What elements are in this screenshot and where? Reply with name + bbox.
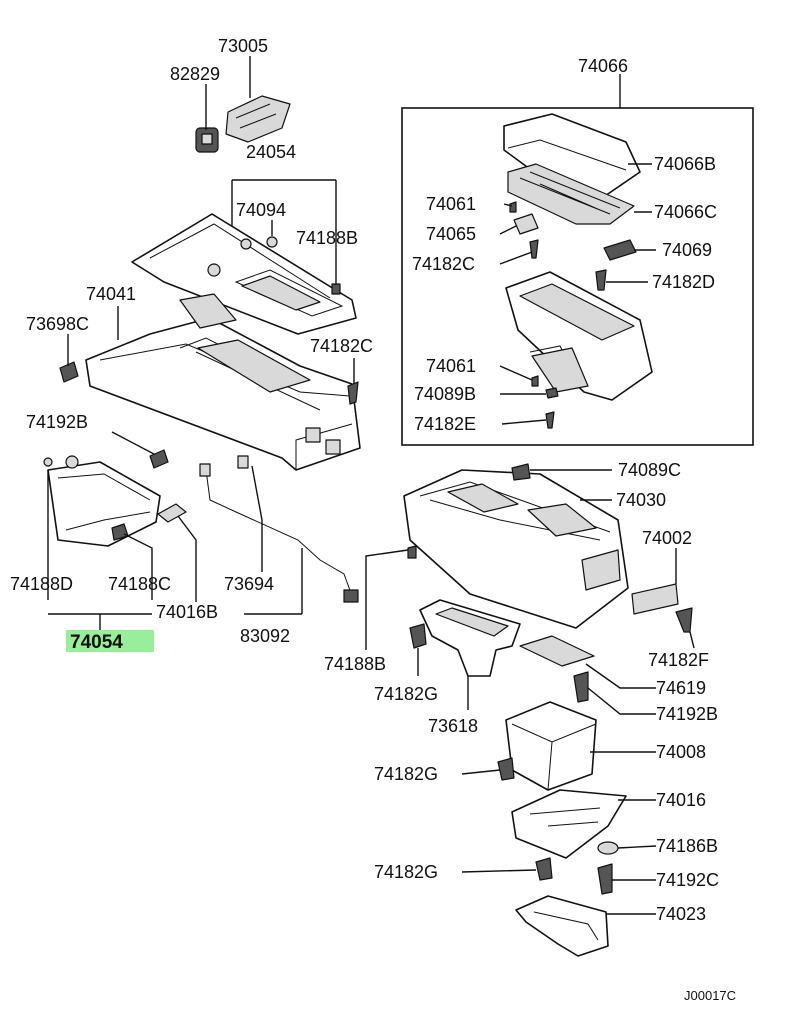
label-74182F[interactable]: 74182F [648,650,709,670]
part-74182G-b-drawing [497,757,515,781]
label-74002[interactable]: 74002 [642,528,692,548]
part-74065-drawing [513,213,539,235]
part-74041-drawing [85,293,361,471]
part-74192C-drawing [597,863,613,895]
label-74182E[interactable]: 74182E [414,414,476,434]
part-74188B-b-drawing [407,545,417,559]
part-74182C-drawing [347,381,359,405]
label-74186B[interactable]: 74186B [656,836,718,856]
label-74054-highlighted[interactable]: 74054 [70,632,123,653]
part-74089B-drawing [545,387,559,399]
part-74182G-c-drawing [535,857,553,881]
label-74094[interactable]: 74094 [236,200,286,220]
leader-lines [47,56,695,915]
label-74066C[interactable]: 74066C [654,202,717,222]
label-74066B[interactable]: 74066B [654,154,716,174]
part-74008-drawing [505,701,597,791]
label-74016[interactable]: 74016 [656,790,706,810]
label-74069[interactable]: 74069 [662,240,712,260]
part-74030-drawing [403,469,629,629]
label-73698C[interactable]: 73698C [26,314,89,334]
label-74188D[interactable]: 74188D [10,574,73,594]
part-74066-drawing [503,113,641,199]
label-73694[interactable]: 73694 [224,574,274,594]
part-74016B-drawing [157,503,187,523]
label-73618[interactable]: 73618 [428,716,478,736]
label-74182C-b[interactable]: 74182C [412,254,475,274]
label-74619[interactable]: 74619 [656,678,706,698]
part-73698C-drawing [59,361,79,383]
label-73005[interactable]: 73005 [218,36,268,56]
part-74061-b-drawing [531,375,539,387]
armrest-group-frame [401,107,754,446]
label-74008[interactable]: 74008 [656,742,706,762]
label-74023[interactable]: 74023 [656,904,706,924]
label-74188C[interactable]: 74188C [108,574,171,594]
part-74188B-drawing [331,283,341,295]
part-74061-a-drawing [509,201,517,213]
label-74192B-a[interactable]: 74192B [26,412,88,432]
part-74182G-a-drawing [409,623,427,649]
label-24054[interactable]: 24054 [246,142,296,162]
part-82829-drawing [195,127,219,153]
label-74041[interactable]: 74041 [86,284,136,304]
part-74182D-drawing [595,269,607,291]
label-74192B-b[interactable]: 74192B [656,704,718,724]
part-73618-drawing [419,599,521,677]
part-74182C-b-drawing [529,239,539,259]
part-74023-drawing [515,895,609,957]
label-74016B[interactable]: 74016B [156,602,218,622]
label-74066[interactable]: 74066 [578,56,628,76]
part-74182F-drawing [675,607,693,633]
label-83092[interactable]: 83092 [240,626,290,646]
part-74619-drawing [519,635,595,667]
label-74061-b[interactable]: 74061 [426,356,476,376]
label-74188B-b[interactable]: 74188B [324,654,386,674]
part-73694-drawing [199,455,359,603]
part-highlight-box [66,630,154,652]
part-74069-drawing [603,239,637,261]
label-74182D[interactable]: 74182D [652,272,715,292]
label-82829[interactable]: 82829 [170,64,220,84]
part-74002-drawing [631,583,679,615]
part-labels: 73005 82829 24054 74094 74188B 74041 736… [10,36,736,1003]
label-74182G-c[interactable]: 74182G [374,862,438,882]
part-74054-drawing [43,455,161,547]
diagram-reference-code: J00017C [684,988,736,1003]
part-74066C-drawing [507,163,635,225]
label-74182C-a[interactable]: 74182C [310,336,373,356]
label-74089B[interactable]: 74089B [414,384,476,404]
label-74089C[interactable]: 74089C [618,460,681,480]
label-74030[interactable]: 74030 [616,490,666,510]
label-74061-a[interactable]: 74061 [426,194,476,214]
part-armrest-box-drawing [505,271,653,401]
part-73005-drawing [225,95,291,143]
part-74192B-drawing [149,449,169,469]
part-74094-drawing [266,236,278,248]
label-74065[interactable]: 74065 [426,224,476,244]
label-74182G-b[interactable]: 74182G [374,764,438,784]
part-74182E-drawing [545,411,555,429]
part-74192B-b-drawing [573,671,589,703]
label-74182G-a[interactable]: 74182G [374,684,438,704]
part-74186B-drawing [597,841,619,855]
part-74089C-drawing [511,463,531,481]
part-24054-drawing [131,213,357,335]
label-74188B-a[interactable]: 74188B [296,228,358,248]
label-74192C[interactable]: 74192C [656,870,719,890]
part-74016-drawing [511,789,627,859]
